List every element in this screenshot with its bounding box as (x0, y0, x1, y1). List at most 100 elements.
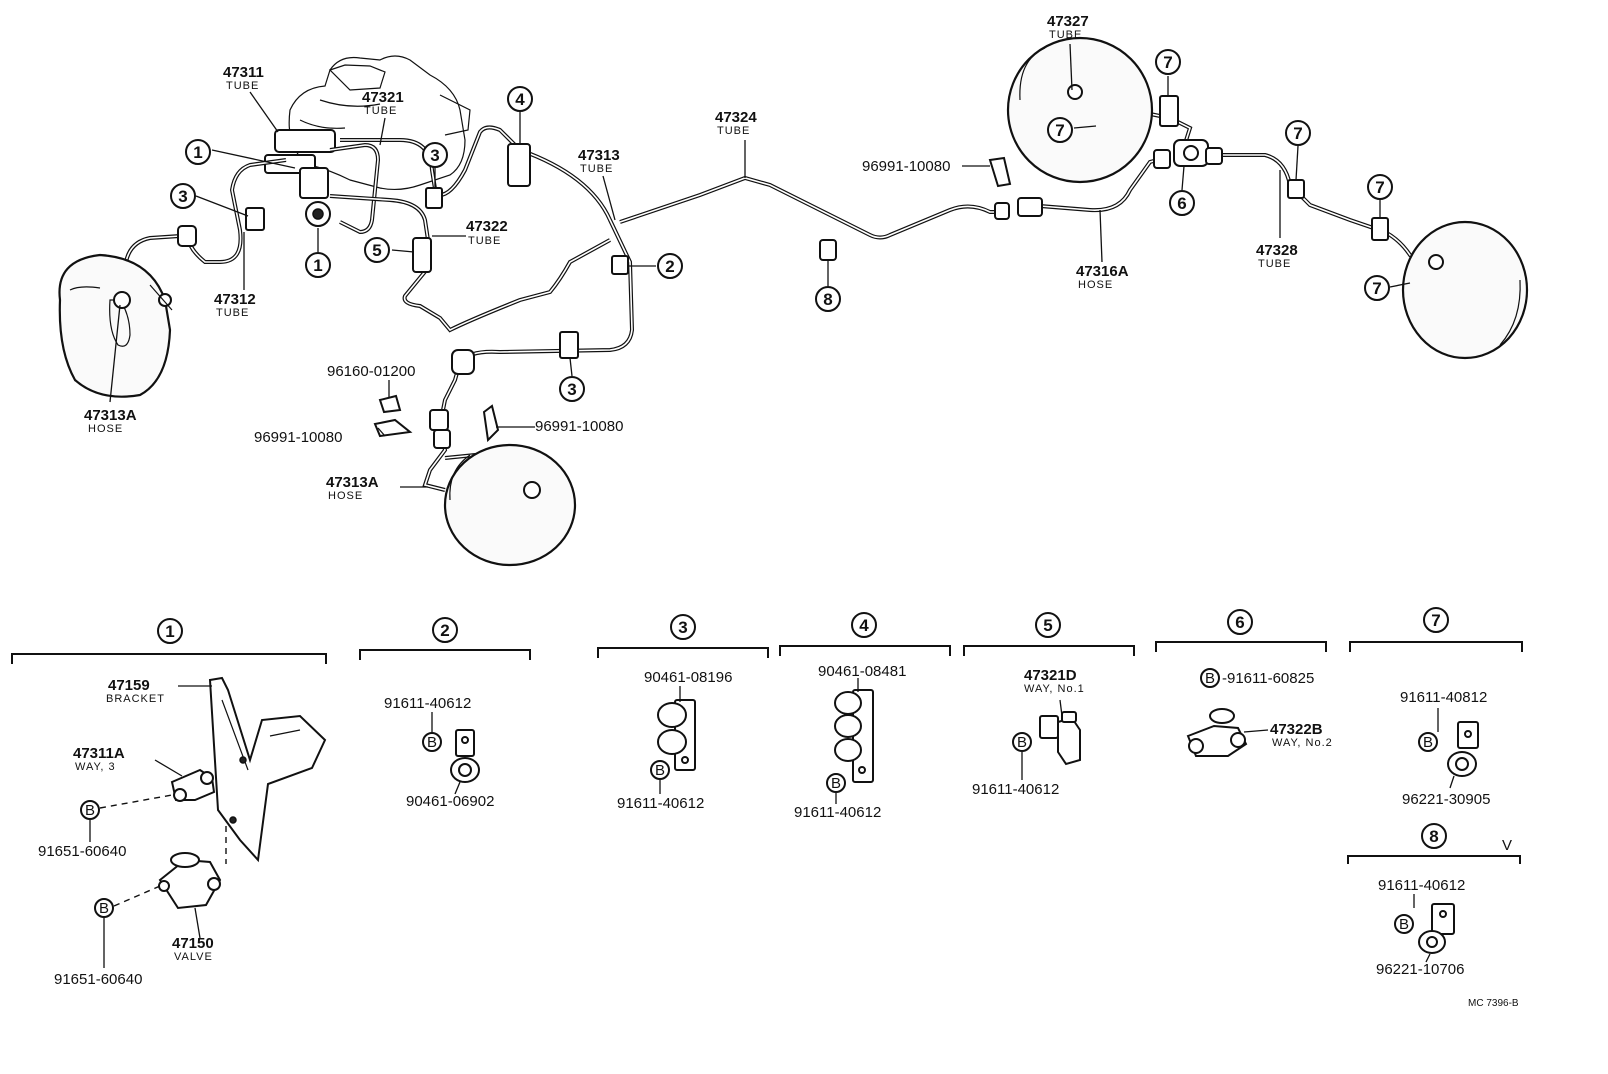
detail-brackets (11, 641, 1523, 864)
detail-callout-7: 7 (1423, 607, 1449, 633)
callout-5: 5 (364, 237, 390, 263)
detail-callout-1: 1 (157, 618, 183, 644)
svg-text:TUBE: TUBE (1049, 29, 1082, 41)
svg-text:TUBE: TUBE (717, 125, 750, 137)
main-leaders (109, 43, 1411, 488)
svg-text:47313: 47313 (578, 147, 620, 164)
svg-text:7: 7 (1163, 53, 1172, 72)
svg-text:47150: 47150 (172, 935, 214, 952)
label-47313A-bottom: 47313A HOSE (326, 474, 379, 502)
svg-text:47312: 47312 (214, 291, 256, 308)
detail-8-parts: B (1394, 894, 1455, 963)
svg-text:6: 6 (1177, 194, 1186, 213)
detail-callout-3: 3 (670, 614, 696, 640)
svg-text:3: 3 (567, 380, 576, 399)
svg-text:TUBE: TUBE (1258, 258, 1291, 270)
detail-8-mark: V (1502, 837, 1512, 854)
svg-text:4: 4 (859, 616, 869, 635)
right-rear-drum (1401, 220, 1529, 360)
svg-text:8: 8 (823, 290, 832, 309)
svg-text:1: 1 (193, 143, 202, 162)
detail-5-way-label: 47321D WAY, No.1 (1024, 667, 1085, 695)
svg-text:6: 6 (1235, 613, 1244, 632)
svg-text:47322: 47322 (466, 218, 508, 235)
detail-1-parts: B B (80, 676, 327, 968)
label-47322: 47322 TUBE (466, 218, 508, 247)
label-96991-top: 96991-10080 (862, 158, 950, 175)
drawing-code: MC 7396-B (1468, 998, 1519, 1009)
detail-4-parts: B (826, 678, 874, 804)
detail-2-clamp: 90461-06902 (406, 793, 494, 810)
svg-text:HOSE: HOSE (88, 423, 123, 435)
callout-3-b: 3 (422, 142, 448, 168)
svg-text:TUBE: TUBE (364, 105, 397, 117)
svg-text:47321: 47321 (362, 89, 404, 106)
svg-text:B: B (1017, 734, 1027, 751)
left-rear-drum (1006, 36, 1154, 184)
svg-text:B: B (831, 775, 841, 792)
callout-7-b: 7 (1047, 117, 1073, 143)
callout-1-b: 1 (305, 252, 331, 278)
svg-text:47159: 47159 (108, 677, 150, 694)
detail-1-bolt1: 91651-60640 (38, 843, 126, 860)
main-fittings (177, 95, 1425, 469)
svg-text:47313A: 47313A (326, 474, 379, 491)
svg-text:47321D: 47321D (1024, 667, 1077, 684)
svg-text:TUBE: TUBE (580, 163, 613, 175)
left-front-wheel (58, 253, 173, 398)
svg-text:7: 7 (1055, 121, 1064, 140)
right-front-wheel (443, 443, 577, 567)
detail-3-parts: B (650, 686, 696, 794)
detail-1-bracket-label: 47159 BRACKET (106, 677, 164, 705)
callout-1-a: 1 (185, 139, 211, 165)
svg-text:47327: 47327 (1047, 13, 1089, 30)
svg-text:VALVE: VALVE (174, 951, 213, 963)
svg-text:8: 8 (1429, 827, 1438, 846)
detail-callout-4: 4 (851, 612, 877, 638)
svg-text:B: B (99, 900, 109, 917)
callout-2: 2 (657, 253, 683, 279)
label-47321: 47321 TUBE (362, 89, 404, 117)
svg-text:B: B (1423, 734, 1433, 751)
detail-callout-6: 6 (1227, 609, 1253, 635)
label-47327: 47327 TUBE (1047, 13, 1089, 41)
detail-callout-5: 5 (1035, 612, 1061, 638)
svg-text:B: B (1205, 670, 1215, 687)
detail-7-bolt: 91611-40812 (1400, 689, 1487, 706)
detail-6-parts: B (1186, 668, 1269, 757)
master-cylinder-booster (264, 55, 471, 227)
label-96991-left: 96991-10080 (254, 429, 342, 446)
svg-text:TUBE: TUBE (468, 235, 501, 247)
svg-text:TUBE: TUBE (226, 80, 259, 92)
svg-text:1: 1 (165, 622, 174, 641)
detail-2-bolt: 91611-40612 (384, 695, 471, 712)
svg-text:7: 7 (1431, 611, 1440, 630)
svg-text:WAY, 3: WAY, 3 (75, 761, 116, 773)
svg-text:B: B (427, 734, 437, 751)
svg-text:5: 5 (372, 241, 381, 260)
svg-text:7: 7 (1293, 124, 1302, 143)
detail-5-parts: B (1012, 699, 1081, 780)
label-96160: 96160-01200 (327, 363, 415, 380)
detail-7-clamp: 96221-30905 (1402, 791, 1490, 808)
label-47313: 47313 TUBE (578, 147, 620, 175)
detail-3-bolt: 91611-40612 (617, 795, 704, 812)
svg-text:4: 4 (515, 90, 525, 109)
callout-7-e: 7 (1364, 275, 1390, 301)
svg-text:47324: 47324 (715, 109, 757, 126)
label-47316A: 47316A HOSE (1076, 263, 1129, 291)
svg-text:TUBE: TUBE (216, 307, 249, 319)
label-47313A-left: 47313A HOSE (84, 407, 137, 435)
svg-text:5: 5 (1043, 616, 1052, 635)
detail-5-bolt: 91611-40612 (972, 781, 1059, 798)
detail-1-way-label: 47311A WAY, 3 (73, 745, 125, 773)
callout-7-d: 7 (1367, 174, 1393, 200)
detail-8-clamp: 96221-10706 (1376, 961, 1464, 978)
svg-text:47311A: 47311A (73, 745, 125, 762)
label-96991-mid: 96991-10080 (535, 418, 623, 435)
callout-6: 6 (1169, 190, 1195, 216)
svg-text:WAY, No.1: WAY, No.1 (1024, 683, 1085, 695)
callout-8: 8 (815, 286, 841, 312)
svg-text:3: 3 (678, 618, 687, 637)
detail-3-clamp: 90461-08196 (644, 669, 732, 686)
